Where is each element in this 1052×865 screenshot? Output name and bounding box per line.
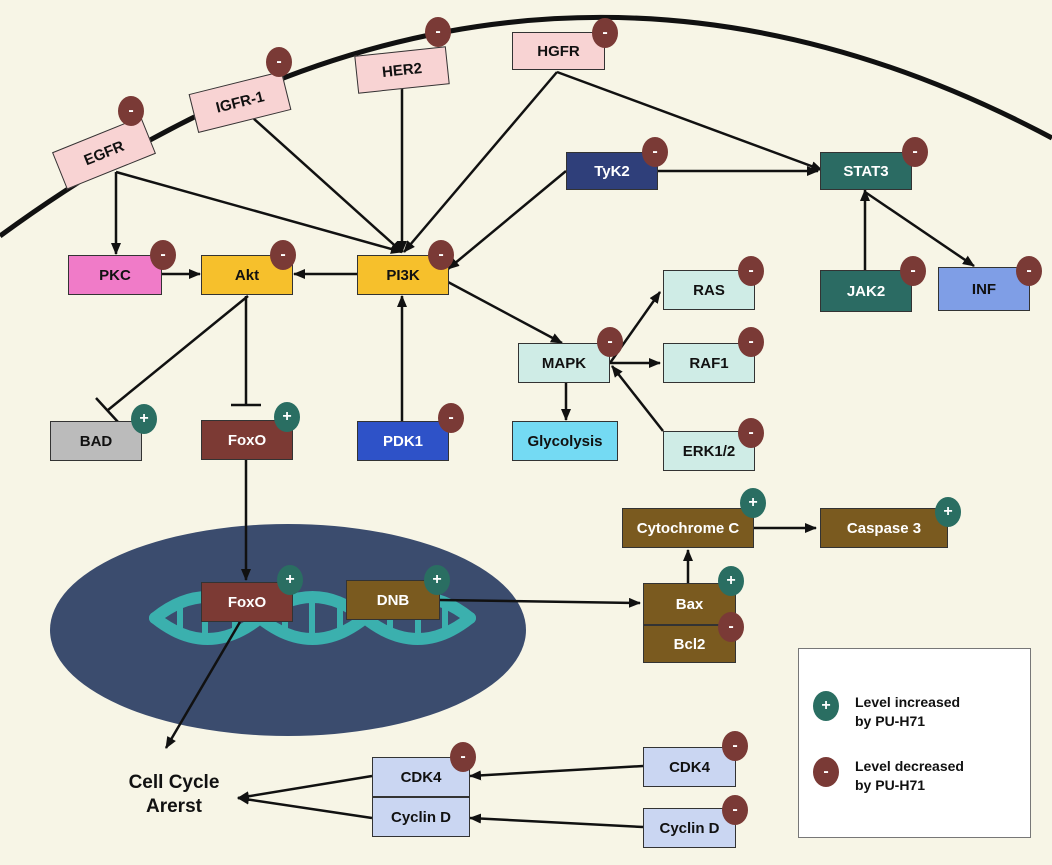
raf1-decrease-badge: - bbox=[738, 327, 764, 357]
glycolysis-node: Glycolysis bbox=[512, 421, 618, 461]
dnb-node: DNB bbox=[346, 580, 440, 620]
foxo-increase-badge: + bbox=[274, 402, 300, 432]
stat3-decrease-badge: - bbox=[902, 137, 928, 167]
jak2-decrease-badge: - bbox=[900, 256, 926, 286]
igfr1-decrease-badge: - bbox=[266, 47, 292, 77]
pathway-edges bbox=[95, 70, 975, 829]
cell-membrane bbox=[0, 14, 1052, 239]
legend-increase-text: Level increased by PU-H71 bbox=[855, 693, 1025, 731]
legend-increase-badge: + bbox=[813, 691, 839, 721]
dnb-increase-badge: + bbox=[424, 565, 450, 595]
legend-increase-line2: by PU-H71 bbox=[855, 713, 926, 729]
mapk-node: MAPK bbox=[518, 343, 610, 383]
mapk-decrease-badge: - bbox=[597, 327, 623, 357]
cdk4-left-decrease-badge: - bbox=[450, 742, 476, 772]
pdk1-node: PDK1 bbox=[357, 421, 449, 461]
caspase3-node: Caspase 3 bbox=[820, 508, 948, 548]
cytochrome-c-node: Cytochrome C bbox=[622, 508, 754, 548]
tyk2-decrease-badge: - bbox=[642, 137, 668, 167]
her2-decrease-badge: - bbox=[425, 17, 451, 47]
cell-cycle-arrest-line1: Cell Cycle bbox=[128, 772, 220, 793]
foxo-nuclear-increase-badge: + bbox=[277, 565, 303, 595]
cell-cycle-arrest-label: Cell Cycle Arerst bbox=[104, 771, 244, 819]
legend-increase-line1: Level increased bbox=[855, 694, 961, 710]
cyclind-left-node: Cyclin D bbox=[372, 797, 470, 837]
bad-increase-badge: + bbox=[131, 404, 157, 434]
cdk4-right-decrease-badge: - bbox=[722, 731, 748, 761]
bax-increase-badge: + bbox=[718, 566, 744, 596]
hgfr-decrease-badge: - bbox=[592, 18, 618, 48]
jak2-node: JAK2 bbox=[820, 270, 912, 312]
cdk4-right-node: CDK4 bbox=[643, 747, 736, 787]
foxo-nuclear-node: FoxO bbox=[201, 582, 293, 622]
pkc-node: PKC bbox=[68, 255, 162, 295]
pi3k-decrease-badge: - bbox=[428, 240, 454, 270]
pdk1-decrease-badge: - bbox=[438, 403, 464, 433]
legend-decrease-line2: by PU-H71 bbox=[855, 777, 926, 793]
legend-decrease-text: Level decreased by PU-H71 bbox=[855, 757, 1025, 795]
legend-decrease-line1: Level decreased bbox=[855, 758, 964, 774]
bad-node: BAD bbox=[50, 421, 142, 461]
stat3-node: STAT3 bbox=[820, 152, 912, 190]
inf-node: INF bbox=[938, 267, 1030, 311]
ras-decrease-badge: - bbox=[738, 256, 764, 286]
cyclind-right-decrease-badge: - bbox=[722, 795, 748, 825]
legend-decrease-badge: - bbox=[813, 757, 839, 787]
legend: + Level increased by PU-H71 - Level decr… bbox=[798, 648, 1031, 838]
cyclind-right-node: Cyclin D bbox=[643, 808, 736, 848]
cytochrome-c-increase-badge: + bbox=[740, 488, 766, 518]
akt-decrease-badge: - bbox=[270, 240, 296, 270]
egfr-decrease-badge: - bbox=[118, 96, 144, 126]
bcl2-decrease-badge: - bbox=[718, 612, 744, 642]
inf-decrease-badge: - bbox=[1016, 256, 1042, 286]
pkc-decrease-badge: - bbox=[150, 240, 176, 270]
erk12-decrease-badge: - bbox=[738, 418, 764, 448]
cell-cycle-arrest-line2: Arerst bbox=[146, 796, 202, 817]
hgfr-node: HGFR bbox=[512, 32, 605, 70]
caspase3-increase-badge: + bbox=[935, 497, 961, 527]
